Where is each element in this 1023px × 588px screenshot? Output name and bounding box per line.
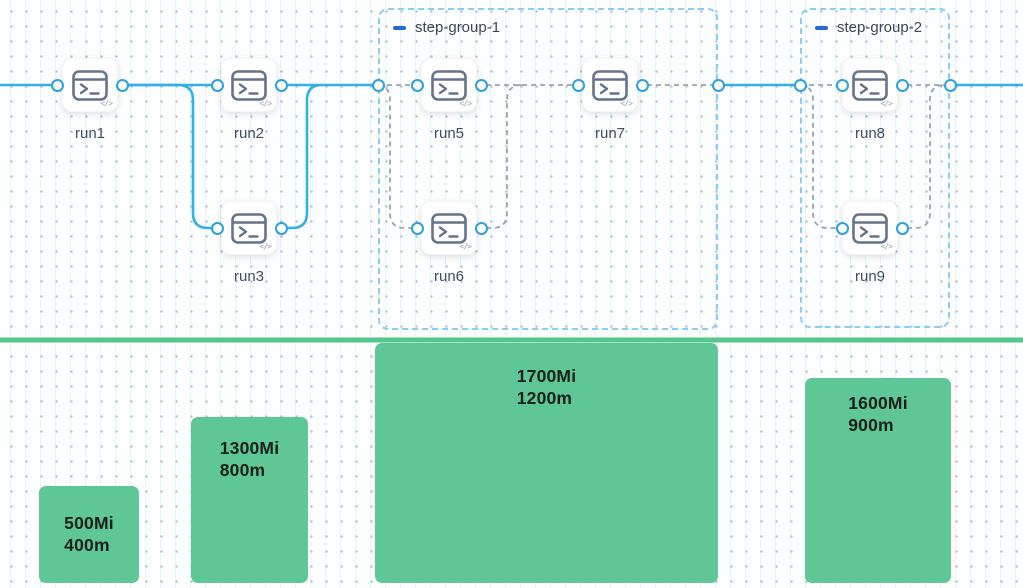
edge-run3-merge	[277, 83, 323, 230]
node-label: run3	[233, 268, 265, 285]
collapse-dash-icon[interactable]	[393, 25, 406, 30]
terminal-icon	[852, 70, 888, 101]
resource-bar-run2-run3: 1300Mi 800m	[191, 417, 308, 583]
memory-value: 1700Mi	[516, 366, 577, 386]
port-run8-out[interactable]	[896, 79, 909, 92]
node-run3[interactable]: </>	[221, 201, 277, 255]
edge-group1-run6	[377, 84, 421, 229]
node-run8[interactable]: </>	[842, 58, 898, 112]
node-run2[interactable]: </>	[221, 58, 277, 112]
resource-bar-step-group-2: 1600Mi 900m	[805, 378, 951, 583]
port-run5-out[interactable]	[475, 79, 488, 92]
port-run2-out[interactable]	[275, 79, 288, 92]
code-icon: </>	[880, 242, 893, 251]
port-run5-in[interactable]	[411, 79, 424, 92]
node-run7[interactable]: </>	[582, 58, 638, 112]
port-run1-out[interactable]	[116, 79, 129, 92]
step-group-1-header: step-group-1	[380, 10, 716, 36]
node-label: run1	[74, 125, 106, 142]
port-run3-in[interactable]	[211, 222, 224, 235]
group-label: step-group-2	[837, 19, 923, 36]
group-label: step-group-1	[415, 19, 501, 36]
node-run1[interactable]: </>	[62, 58, 118, 112]
edge-group2-run9	[799, 84, 842, 229]
node-label: run2	[233, 125, 265, 142]
port-group1-out[interactable]	[712, 79, 725, 92]
step-group-2-container[interactable]: step-group-2	[800, 8, 950, 328]
code-icon: </>	[100, 99, 113, 108]
memory-value: 500Mi	[64, 513, 114, 533]
terminal-icon	[72, 70, 108, 101]
node-run5[interactable]: </>	[421, 58, 477, 112]
port-group2-in[interactable]	[794, 79, 807, 92]
cpu-value: 1200m	[516, 388, 573, 408]
port-run6-out[interactable]	[475, 222, 488, 235]
port-run8-in[interactable]	[836, 79, 849, 92]
step-group-1-container[interactable]: step-group-1	[378, 8, 718, 330]
terminal-icon	[431, 70, 467, 101]
code-icon: </>	[259, 99, 272, 108]
port-run9-out[interactable]	[896, 222, 909, 235]
node-run9[interactable]: </>	[842, 201, 898, 255]
terminal-icon	[231, 70, 267, 101]
lane-separator	[0, 337, 1023, 343]
code-icon: </>	[880, 99, 893, 108]
step-group-2-header: step-group-2	[802, 10, 948, 36]
node-label: run6	[433, 268, 465, 285]
memory-value: 1300Mi	[219, 438, 280, 458]
resource-bar-step-group-1: 1700Mi 1200m	[375, 343, 718, 583]
node-label: run7	[594, 125, 626, 142]
node-label: run9	[854, 268, 886, 285]
port-run2-in[interactable]	[211, 79, 224, 92]
code-icon: </>	[459, 99, 472, 108]
port-group2-out[interactable]	[944, 79, 957, 92]
node-label: run5	[433, 125, 465, 142]
edge-run6-merge	[477, 84, 523, 229]
node-label: run8	[854, 125, 886, 142]
port-run9-in[interactable]	[836, 222, 849, 235]
port-run7-out[interactable]	[636, 79, 649, 92]
cpu-value: 400m	[64, 535, 110, 555]
terminal-icon	[231, 213, 267, 244]
node-run6[interactable]: </>	[421, 201, 477, 255]
port-run6-in[interactable]	[411, 222, 424, 235]
edge-run1-run3	[122, 83, 221, 230]
port-run3-out[interactable]	[275, 222, 288, 235]
collapse-dash-icon[interactable]	[815, 25, 828, 30]
code-icon: </>	[620, 99, 633, 108]
port-run7-in[interactable]	[572, 79, 585, 92]
port-group1-in[interactable]	[372, 79, 385, 92]
resource-bar-run1: 500Mi 400m	[39, 486, 139, 583]
cpu-value: 900m	[848, 415, 894, 435]
code-icon: </>	[459, 242, 472, 251]
edge-layer	[0, 83, 1023, 230]
edge-run9-merge	[898, 84, 950, 229]
port-run1-in[interactable]	[51, 79, 64, 92]
terminal-icon	[431, 213, 467, 244]
memory-value: 1600Mi	[848, 393, 908, 413]
terminal-icon	[852, 213, 888, 244]
code-icon: </>	[259, 242, 272, 251]
terminal-icon	[592, 70, 628, 101]
cpu-value: 800m	[219, 460, 266, 480]
